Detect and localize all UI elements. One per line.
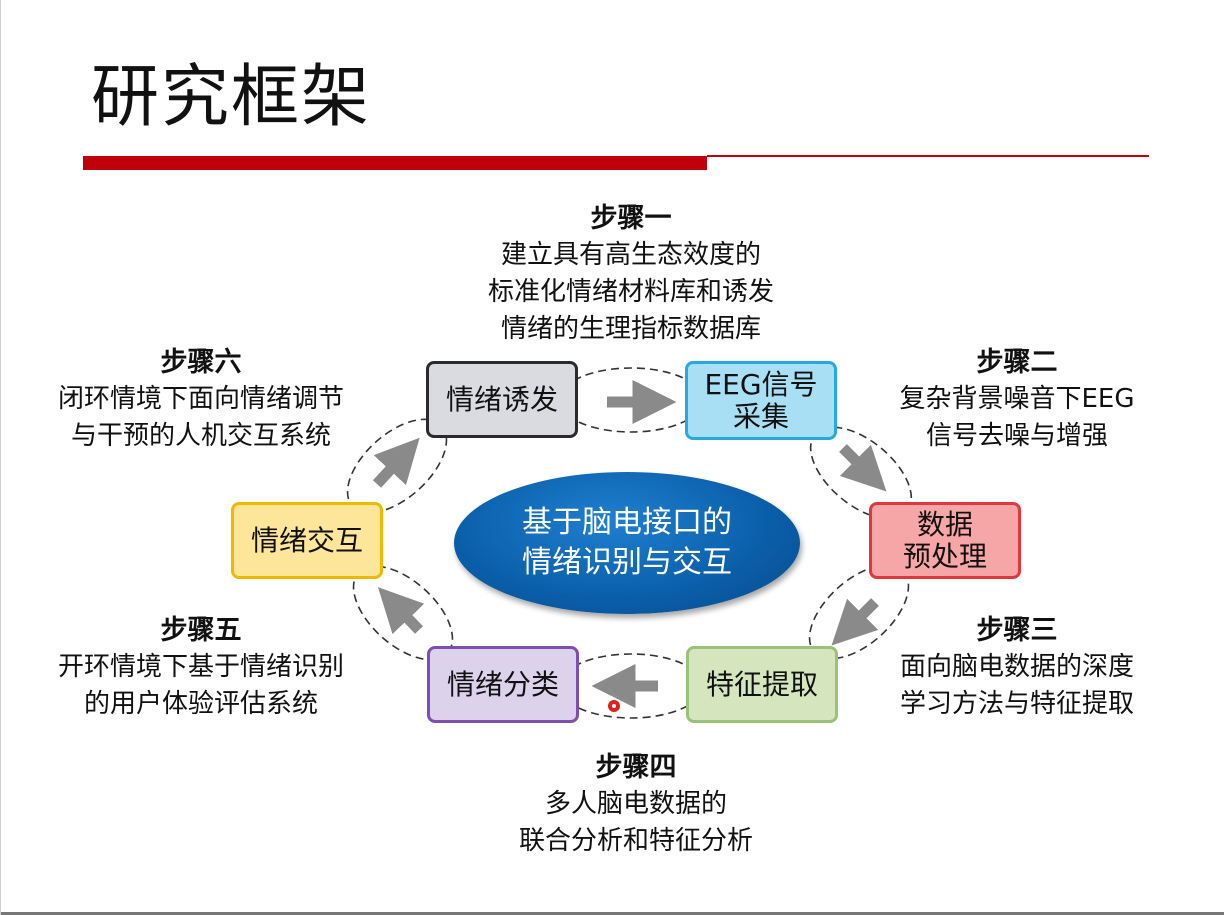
arrow-up-left-icon xyxy=(377,587,425,635)
bottom-border xyxy=(1,912,1224,915)
step-five-line2: 的用户体验评估系统 xyxy=(83,689,318,719)
step-one-line3: 情绪的生理指标数据库 xyxy=(500,314,761,344)
step-six-note: 步骤六 闭环情境下面向情绪调节 与干预的人机交互系统 xyxy=(21,344,381,455)
step-two-heading: 步骤二 xyxy=(976,347,1058,378)
step-five-note: 步骤五 开环情境下基于情绪识别 的用户体验评估系统 xyxy=(21,612,381,723)
step-six-heading: 步骤六 xyxy=(160,347,242,378)
step-four-note: 步骤四 多人脑电数据的 联合分析和特征分析 xyxy=(481,749,791,860)
step-five-heading: 步骤五 xyxy=(160,615,242,646)
center-topic-ellipse: 基于脑电接口的 情绪识别与交互 xyxy=(454,472,800,614)
arrow-down-left-icon xyxy=(831,598,879,646)
slide-title: 研究框架 xyxy=(91,58,372,137)
step-three-heading: 步骤三 xyxy=(976,615,1058,646)
box-data-preprocessing: 数据 预处理 xyxy=(869,502,1021,579)
box-emotion-interaction: 情绪交互 xyxy=(231,502,383,579)
step-three-line2: 学习方法与特征提取 xyxy=(899,689,1134,719)
step-two-line2: 信号去噪与增强 xyxy=(925,421,1108,451)
arrow-down-right-icon xyxy=(839,444,887,492)
title-underline-thick xyxy=(83,156,707,170)
step-six-line1: 闭环情境下面向情绪调节 xyxy=(57,384,344,414)
box-emotion-classification: 情绪分类 xyxy=(427,646,579,723)
step-one-line2: 标准化情绪材料库和诱发 xyxy=(487,277,774,307)
title-underline-thin xyxy=(707,155,1149,157)
step-six-line2: 与干预的人机交互系统 xyxy=(70,421,331,451)
step-three-note: 步骤三 面向脑电数据的深度 学习方法与特征提取 xyxy=(867,612,1167,723)
center-topic-line2: 情绪识别与交互 xyxy=(522,545,732,580)
step-one-note: 步骤一 建立具有高生态效度的 标准化情绪材料库和诱发 情绪的生理指标数据库 xyxy=(441,200,821,348)
center-topic-line1: 基于脑电接口的 xyxy=(522,505,732,540)
step-four-line1: 多人脑电数据的 xyxy=(544,789,727,819)
box-feature-extraction: 特征提取 xyxy=(686,646,838,723)
step-four-line2: 联合分析和特征分析 xyxy=(518,826,753,856)
step-three-line1: 面向脑电数据的深度 xyxy=(899,652,1134,682)
arrow-up-right-icon xyxy=(372,437,420,488)
step-four-heading: 步骤四 xyxy=(595,752,677,783)
step-five-line1: 开环情境下基于情绪识别 xyxy=(57,652,344,682)
step-two-line1: 复杂背景噪音下EEG xyxy=(899,384,1135,414)
step-one-line1: 建立具有高生态效度的 xyxy=(500,240,761,270)
step-one-heading: 步骤一 xyxy=(590,203,672,234)
step-two-note: 步骤二 复杂背景噪音下EEG 信号去噪与增强 xyxy=(867,344,1167,455)
box-emotion-induction: 情绪诱发 xyxy=(426,361,578,438)
pointer-cursor-icon xyxy=(608,700,620,712)
box-eeg-acquisition: EEG信号 采集 xyxy=(685,361,837,440)
